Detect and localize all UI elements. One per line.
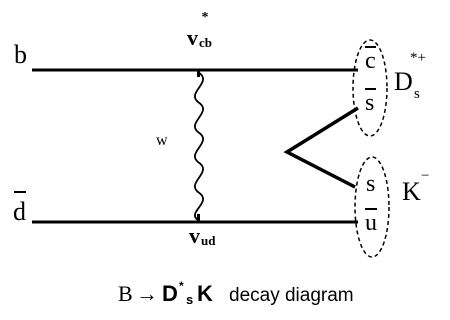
s-quark-label: s <box>366 171 375 197</box>
vcb-subscript: cb <box>199 35 212 50</box>
vertex-bottom-tick <box>197 214 200 222</box>
ds-meson-superscript: *+ <box>410 50 426 66</box>
k-meson-label: K <box>402 177 421 206</box>
u-bar-overline <box>365 208 377 210</box>
quark-pair-lines <box>283 106 359 189</box>
d-bar-overline <box>14 191 26 193</box>
k-meson-ellipse <box>354 156 390 258</box>
w-boson-label: w <box>156 132 168 149</box>
ds-meson-subscript: s <box>414 86 420 102</box>
caption-b: B <box>118 281 133 306</box>
caption-d-star: * <box>179 279 184 293</box>
caption-d: D <box>162 281 178 306</box>
s-bar-quark-label: s <box>365 90 374 116</box>
vcb-label: v <box>187 25 198 50</box>
c-bar-overline <box>365 46 376 48</box>
ds-meson-ellipse <box>352 39 388 137</box>
d-bar-quark-label: d <box>13 197 26 226</box>
caption-s: s <box>186 292 193 307</box>
w-boson-propagator <box>194 71 204 221</box>
k-meson-superscript: − <box>421 168 429 184</box>
caption: B → D * s K decay diagram <box>118 279 354 307</box>
ds-meson-label: D <box>394 67 413 96</box>
vud-label: v <box>189 223 200 248</box>
vud-subscript: ud <box>201 233 216 248</box>
u-bar-quark-label: u <box>365 210 377 236</box>
vcb-star: * <box>202 10 209 25</box>
c-bar-quark-label: c <box>365 48 376 74</box>
caption-text: decay diagram <box>229 285 354 306</box>
caption-k: K <box>197 281 213 306</box>
caption-arrow: → <box>136 281 158 306</box>
b-quark-label: b <box>14 40 27 69</box>
vertex-top-tick <box>197 70 200 77</box>
s-bar-overline <box>365 88 376 90</box>
